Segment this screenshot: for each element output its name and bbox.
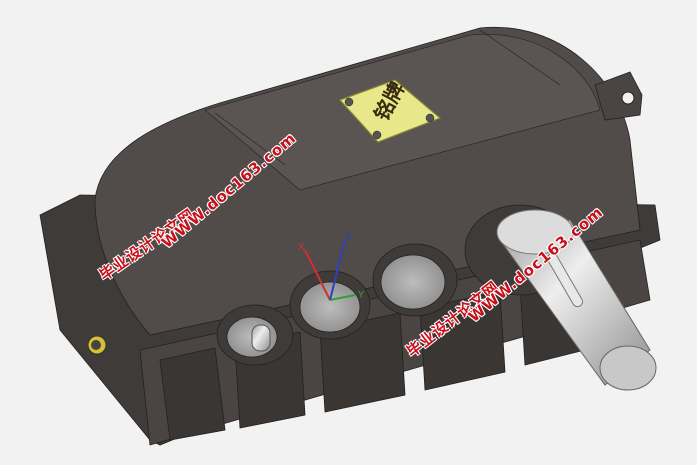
nameplate xyxy=(338,79,442,143)
axis-y-label: Y xyxy=(357,290,365,301)
lifting-lug xyxy=(594,71,643,121)
output-shaft xyxy=(496,209,657,391)
axis-x-label: X xyxy=(298,242,305,253)
axis-z-label: Z xyxy=(345,232,352,243)
axis-triad xyxy=(304,239,356,301)
